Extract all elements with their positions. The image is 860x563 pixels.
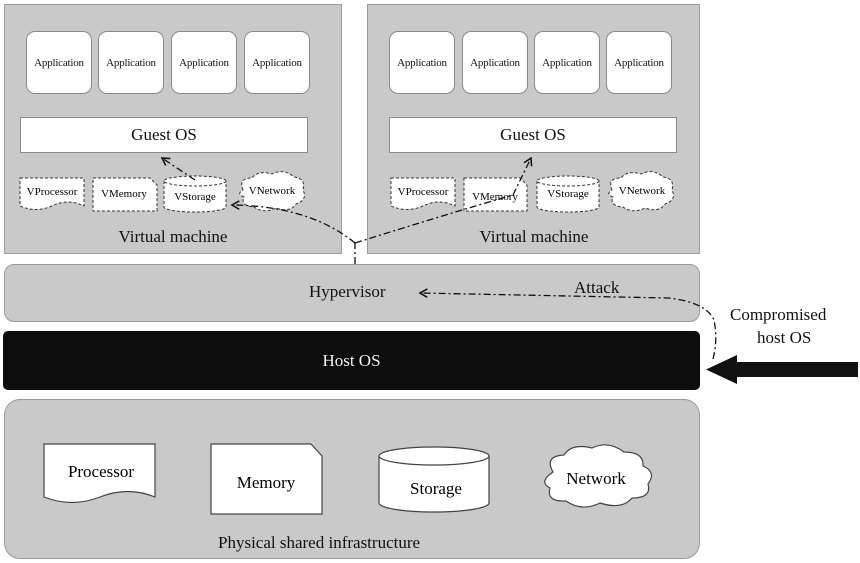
memory-label: Memory [237, 473, 296, 492]
application-box: Application [534, 31, 600, 94]
application-box: Application [244, 31, 310, 94]
virtual-machine-label: Virtual machine [118, 227, 228, 246]
host-os-label: Host OS [322, 350, 381, 370]
hypervisor-label: Hypervisor [309, 282, 386, 301]
application-box: Application [98, 31, 164, 94]
vstorage-icon: VStorage [163, 175, 227, 213]
vmemory-icon: VMemory [463, 177, 528, 212]
host-os-layer: Host OS [3, 331, 700, 390]
vstorage-label: VStorage [174, 191, 216, 203]
compromised-arrow-icon [706, 355, 858, 384]
processor-icon: Processor [43, 443, 156, 504]
processor-label: Processor [68, 462, 134, 481]
vstorage-label: VStorage [547, 188, 589, 200]
vmemory-label: VMemory [101, 188, 147, 200]
hypervisor-layer [4, 264, 700, 322]
network-icon: Network [544, 444, 653, 508]
vnetwork-label: VNetwork [619, 185, 666, 197]
attack-path [160, 156, 717, 360]
vnetwork-label: VNetwork [249, 185, 296, 197]
application-box: Application [606, 31, 672, 94]
attack-label: Attack [574, 278, 620, 297]
application-box: Application [389, 31, 455, 94]
physical-infrastructure-label: Physical shared infrastructure [218, 533, 421, 552]
vnetwork-icon: VNetwork [608, 171, 674, 212]
guest-os-box: Guest OS [20, 117, 308, 153]
storage-icon: Storage [378, 446, 490, 513]
vmemory-icon: VMemory [92, 177, 158, 212]
network-label: Network [566, 469, 626, 488]
vprocessor-label: VProcessor [27, 186, 78, 198]
storage-label: Storage [410, 479, 462, 498]
application-box: Application [26, 31, 92, 94]
application-box: Application [462, 31, 528, 94]
compromised-label-line1: Compromised [730, 305, 827, 324]
vnetwork-icon: VNetwork [239, 171, 305, 212]
vprocessor-icon: VProcessor [390, 177, 456, 210]
memory-icon: Memory [210, 443, 323, 515]
vprocessor-icon: VProcessor [19, 177, 85, 210]
vprocessor-label: VProcessor [398, 186, 449, 198]
compromised-label-line2: host OS [757, 328, 812, 347]
virtual-machine-label: Virtual machine [479, 227, 589, 246]
application-box: Application [171, 31, 237, 94]
vstorage-icon: VStorage [536, 175, 600, 213]
vmemory-label: VMemory [472, 191, 518, 203]
guest-os-box: Guest OS [389, 117, 677, 153]
